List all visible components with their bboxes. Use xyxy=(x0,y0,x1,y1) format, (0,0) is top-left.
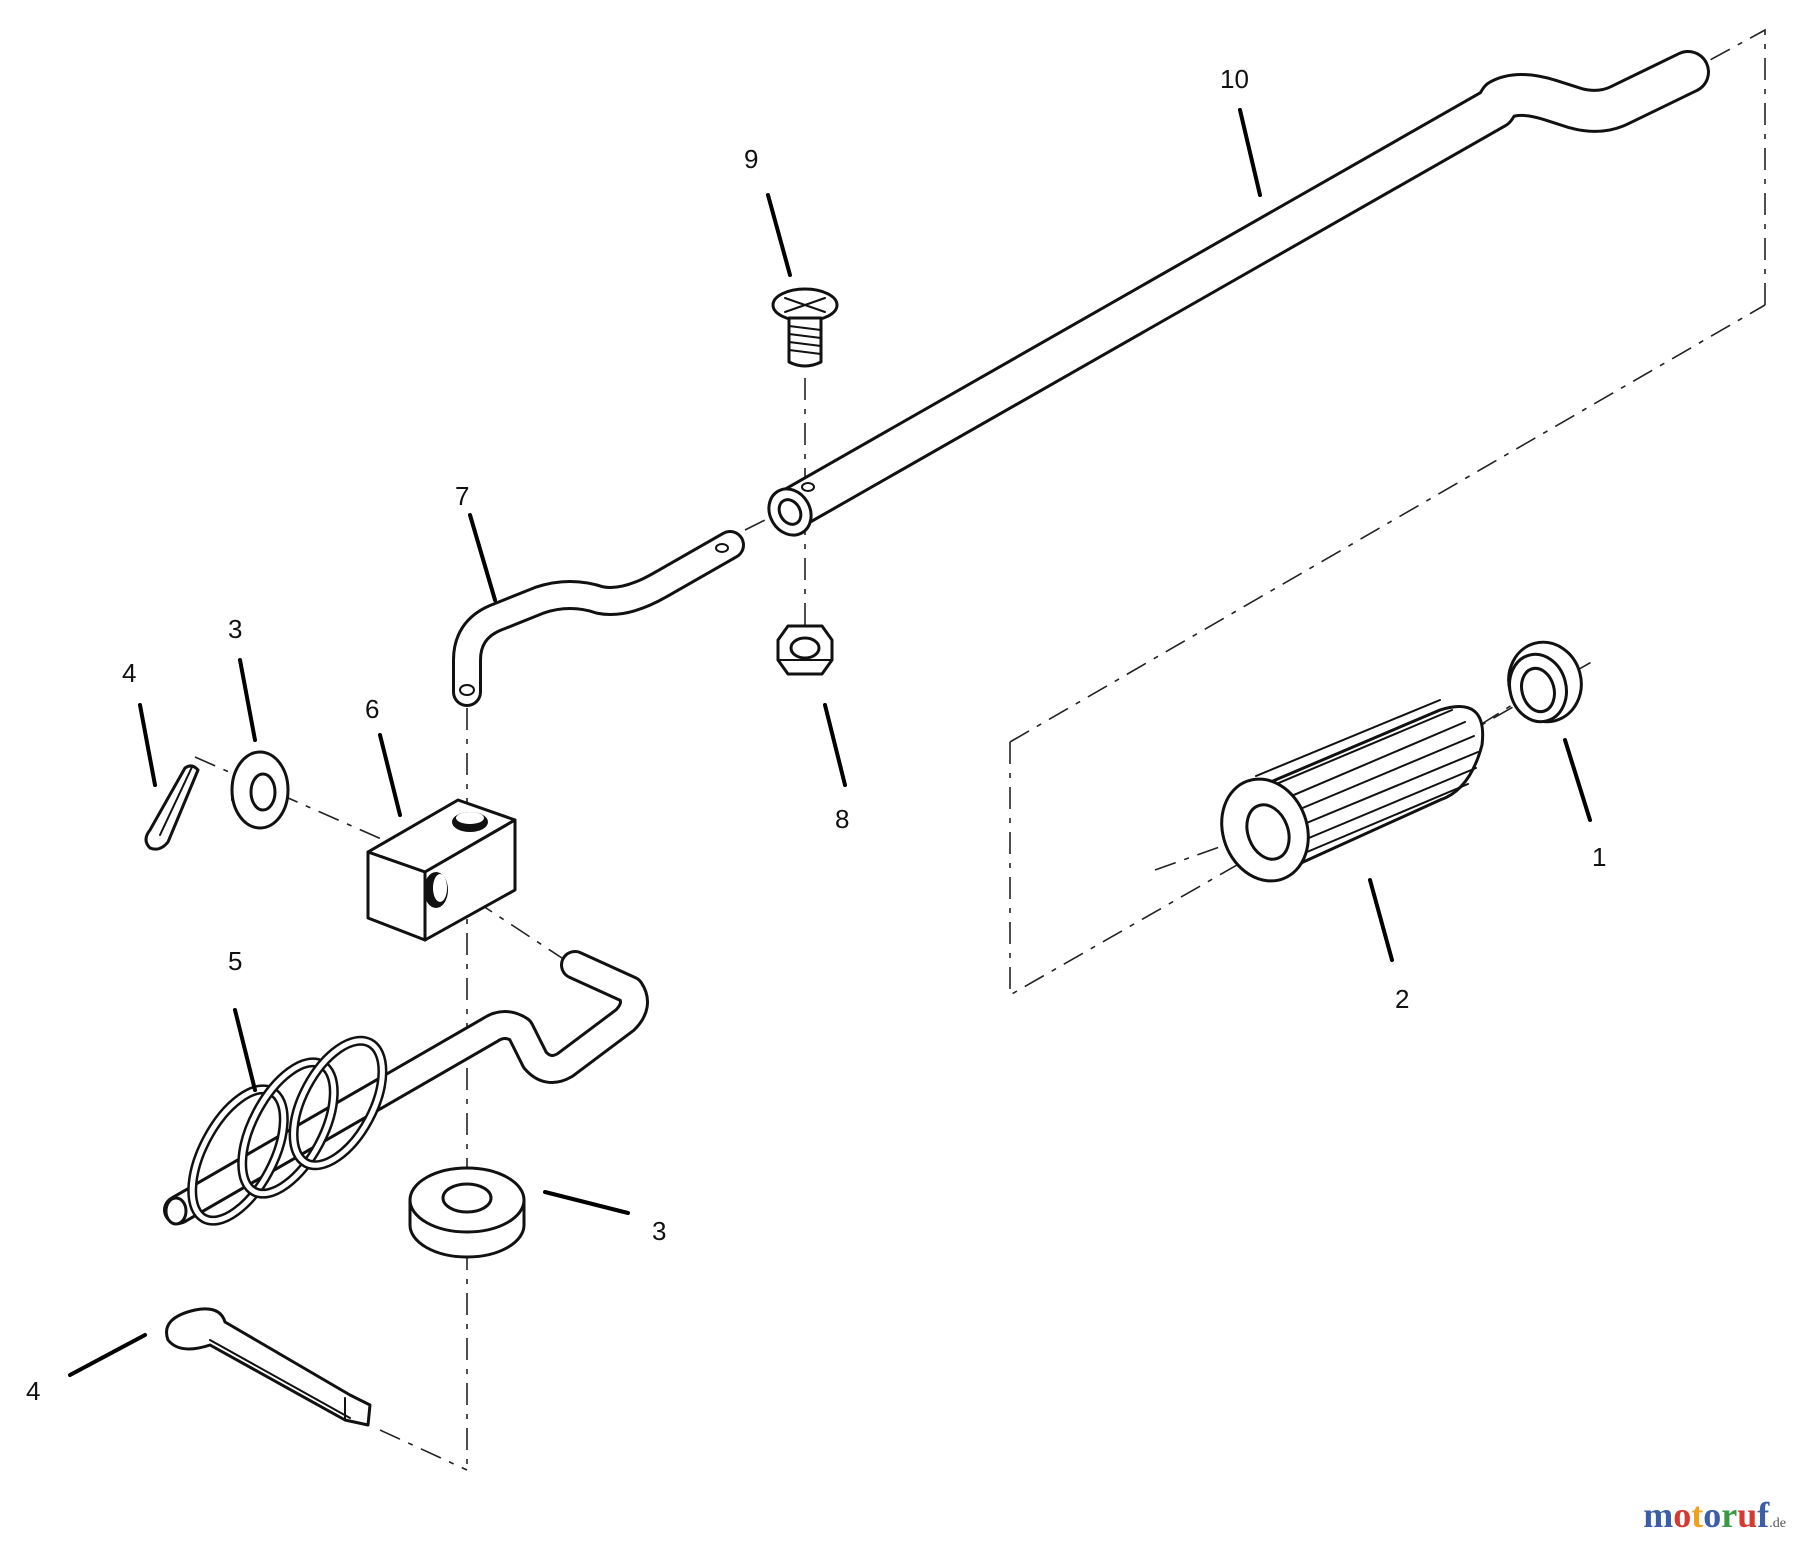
rod-part-5 xyxy=(163,950,649,1226)
rod-part-7 xyxy=(452,530,745,707)
motoruf-watermark-logo: motoruf.de xyxy=(1643,1494,1786,1536)
callout-8: 8 xyxy=(835,804,849,834)
watermark-letter-o2: o xyxy=(1703,1495,1722,1535)
rod-part-10 xyxy=(767,50,1710,537)
callout-5: 5 xyxy=(228,946,242,976)
roller-part-2 xyxy=(1220,699,1485,883)
bushing-part-1 xyxy=(1507,640,1583,724)
watermark-letter-f: f xyxy=(1757,1495,1770,1535)
watermark-letter-r: r xyxy=(1721,1495,1738,1535)
watermark-letter-t: t xyxy=(1691,1495,1704,1535)
callout-6: 6 xyxy=(365,694,379,724)
callout-7: 7 xyxy=(455,481,469,511)
washer-small-part-3 xyxy=(230,750,290,830)
block-part-6 xyxy=(366,798,517,942)
cotter-pin-small-part-4 xyxy=(144,764,200,851)
watermark-tld: .de xyxy=(1769,1516,1786,1531)
callout-4-large: 4 xyxy=(26,1376,40,1406)
watermark-letter-o: o xyxy=(1673,1495,1692,1535)
callout-2: 2 xyxy=(1395,984,1409,1014)
washer-large-part-3 xyxy=(408,1166,526,1259)
callout-3-large: 3 xyxy=(652,1216,666,1246)
watermark-letter-u: u xyxy=(1737,1495,1758,1535)
nut-part-8 xyxy=(776,624,834,676)
bolt-part-9 xyxy=(771,287,839,368)
assembly-lines xyxy=(194,28,1766,1471)
leader-lines xyxy=(68,108,1592,1377)
watermark-letter-m: m xyxy=(1643,1495,1674,1535)
callout-9: 9 xyxy=(744,144,758,174)
callout-10: 10 xyxy=(1220,64,1249,94)
callout-3-small: 3 xyxy=(228,614,242,644)
callouts: 10 9 7 3 4 6 8 1 2 5 3 4 xyxy=(26,64,1606,1406)
spring-part-5 xyxy=(187,1035,388,1226)
callout-1: 1 xyxy=(1592,842,1606,872)
cotter-pin-large-part-4 xyxy=(165,1307,372,1427)
callout-4-small: 4 xyxy=(122,658,136,688)
